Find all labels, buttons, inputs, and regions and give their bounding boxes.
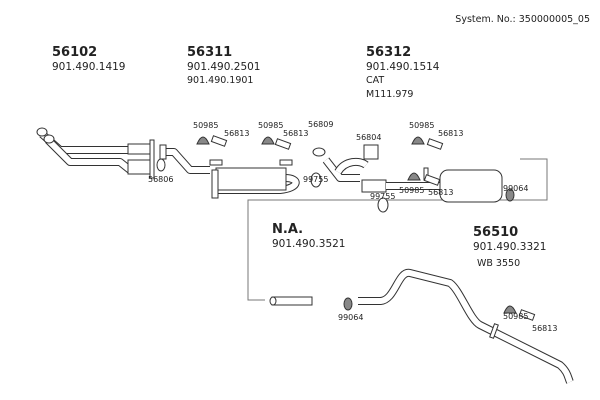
rubber-hanger-icon	[411, 136, 425, 145]
oe-number: 901.490.1514	[366, 61, 440, 73]
part-label: 50985	[409, 121, 434, 130]
part-label: 50985	[503, 312, 528, 321]
gasket-icon	[312, 147, 326, 157]
part-label: 99755	[370, 192, 395, 201]
oe-number: 901.490.1901	[187, 75, 253, 86]
tail-pipe	[269, 269, 574, 384]
part-label: 56813	[532, 324, 557, 333]
clamp-icon	[377, 197, 389, 213]
oe-number: 901.490.2501	[187, 61, 260, 73]
connector-line	[247, 158, 548, 301]
part-label: 50985	[258, 121, 283, 130]
part-label: 56806	[148, 175, 173, 184]
part-labels: 50985 56813 50985 56813 56809 56804 5098…	[148, 120, 557, 333]
front-pipe	[36, 127, 155, 179]
part-label: 50985	[399, 186, 424, 195]
part-label: 50985	[193, 121, 218, 130]
part-label: 99064	[503, 184, 528, 193]
part-label: 99064	[338, 313, 363, 322]
engine-code: M111.979	[366, 89, 413, 100]
rubber-hanger-icon	[261, 136, 275, 145]
part-label: 56813	[224, 129, 249, 138]
bracket-icon	[518, 309, 536, 321]
part-number: 56311	[187, 45, 232, 60]
part-number: 56102	[52, 45, 97, 60]
clamp-icon	[343, 297, 353, 311]
part-number: 56510	[473, 225, 518, 240]
clamp-icon	[505, 188, 515, 202]
group-56102: 56102 901.490.1419	[52, 45, 125, 73]
clamp-icon	[310, 172, 322, 188]
part-label: 99755	[303, 175, 328, 184]
oe-number: 901.490.1419	[52, 61, 125, 73]
part-number: N.A.	[272, 222, 303, 237]
rubber-hanger-icon	[503, 305, 517, 314]
rubber-hanger-icon	[196, 136, 210, 145]
part-label: 56813	[428, 188, 453, 197]
rubber-hanger-icon	[407, 172, 421, 181]
group-56510: 56510 901.490.3321 WB 3550	[473, 225, 546, 269]
group-na: N.A. 901.490.3521	[272, 222, 345, 250]
hanger-icons	[156, 135, 536, 321]
ring-icon	[156, 158, 166, 172]
part-label: 56809	[308, 120, 333, 129]
oe-number: 901.490.3521	[272, 238, 345, 250]
bracket-icon	[274, 138, 292, 150]
catalytic-converter-muffler	[322, 157, 503, 203]
middle-pipe	[159, 144, 300, 199]
part-label: 56813	[283, 129, 308, 138]
wheelbase: WB 3550	[477, 258, 520, 269]
system-number: System. No.: 350000005_05	[455, 14, 590, 25]
part-label: 56804	[356, 133, 381, 142]
note-cat: CAT	[366, 75, 384, 86]
group-56311: 56311 901.490.2501 901.490.1901	[187, 45, 260, 86]
bracket-icon	[210, 135, 228, 147]
group-56312: 56312 901.490.1514 CAT M111.979	[366, 45, 440, 100]
bracket-icon	[423, 174, 441, 186]
bracket-icon	[426, 138, 444, 150]
oe-number: 901.490.3321	[473, 241, 546, 253]
na-pipe	[271, 296, 313, 306]
part-number: 56312	[366, 45, 411, 60]
flange-gasket-icon	[363, 144, 379, 160]
part-label: 56813	[438, 129, 463, 138]
